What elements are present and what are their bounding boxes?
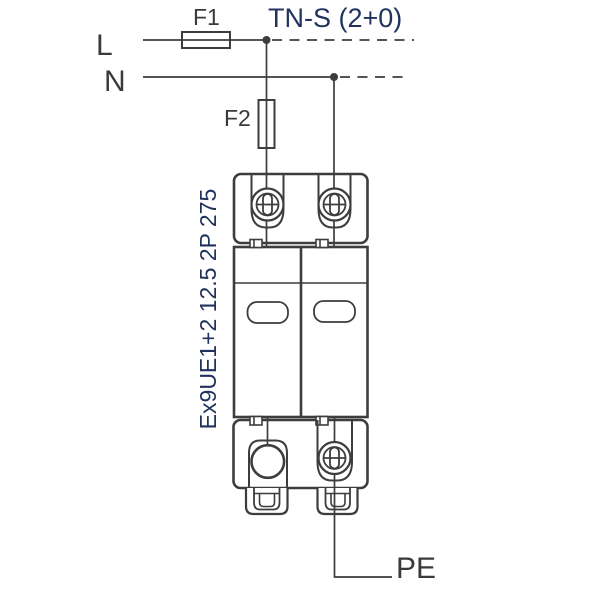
conductor-label-n: N bbox=[104, 65, 126, 98]
fuse-f1-symbol bbox=[181, 31, 231, 49]
spd-module-tabs bbox=[249, 238, 329, 426]
spd-din-foot-left bbox=[244, 488, 289, 516]
conductor-label-l: L bbox=[96, 29, 113, 62]
conductor-label-pe: PE bbox=[396, 552, 437, 585]
terminal-clamp-bottom-left bbox=[250, 443, 286, 480]
terminal-screw-bottom-right bbox=[317, 440, 352, 476]
cavity-bottom-right bbox=[316, 420, 353, 482]
spd-indicator-window-left bbox=[246, 301, 289, 324]
spd-indicator-window-right bbox=[313, 300, 356, 323]
cavity-top-right bbox=[317, 174, 352, 229]
cavity-bottom-left bbox=[248, 439, 288, 488]
spd-din-foot-right bbox=[316, 488, 359, 516]
cavity-top-left bbox=[250, 174, 285, 229]
fuse-label-f2: F2 bbox=[224, 105, 251, 131]
fuse-label-f1: F1 bbox=[193, 4, 220, 30]
terminal-cavities bbox=[248, 174, 353, 488]
system-type-label: TN-S (2+0) bbox=[268, 3, 403, 33]
device-model-label: Ex9UE1+2 12.5 2P 275 bbox=[195, 188, 221, 430]
terminal-screw-top-right bbox=[317, 187, 352, 222]
terminal-screw-top-left bbox=[250, 187, 285, 222]
fuse-f2-symbol bbox=[257, 99, 276, 149]
